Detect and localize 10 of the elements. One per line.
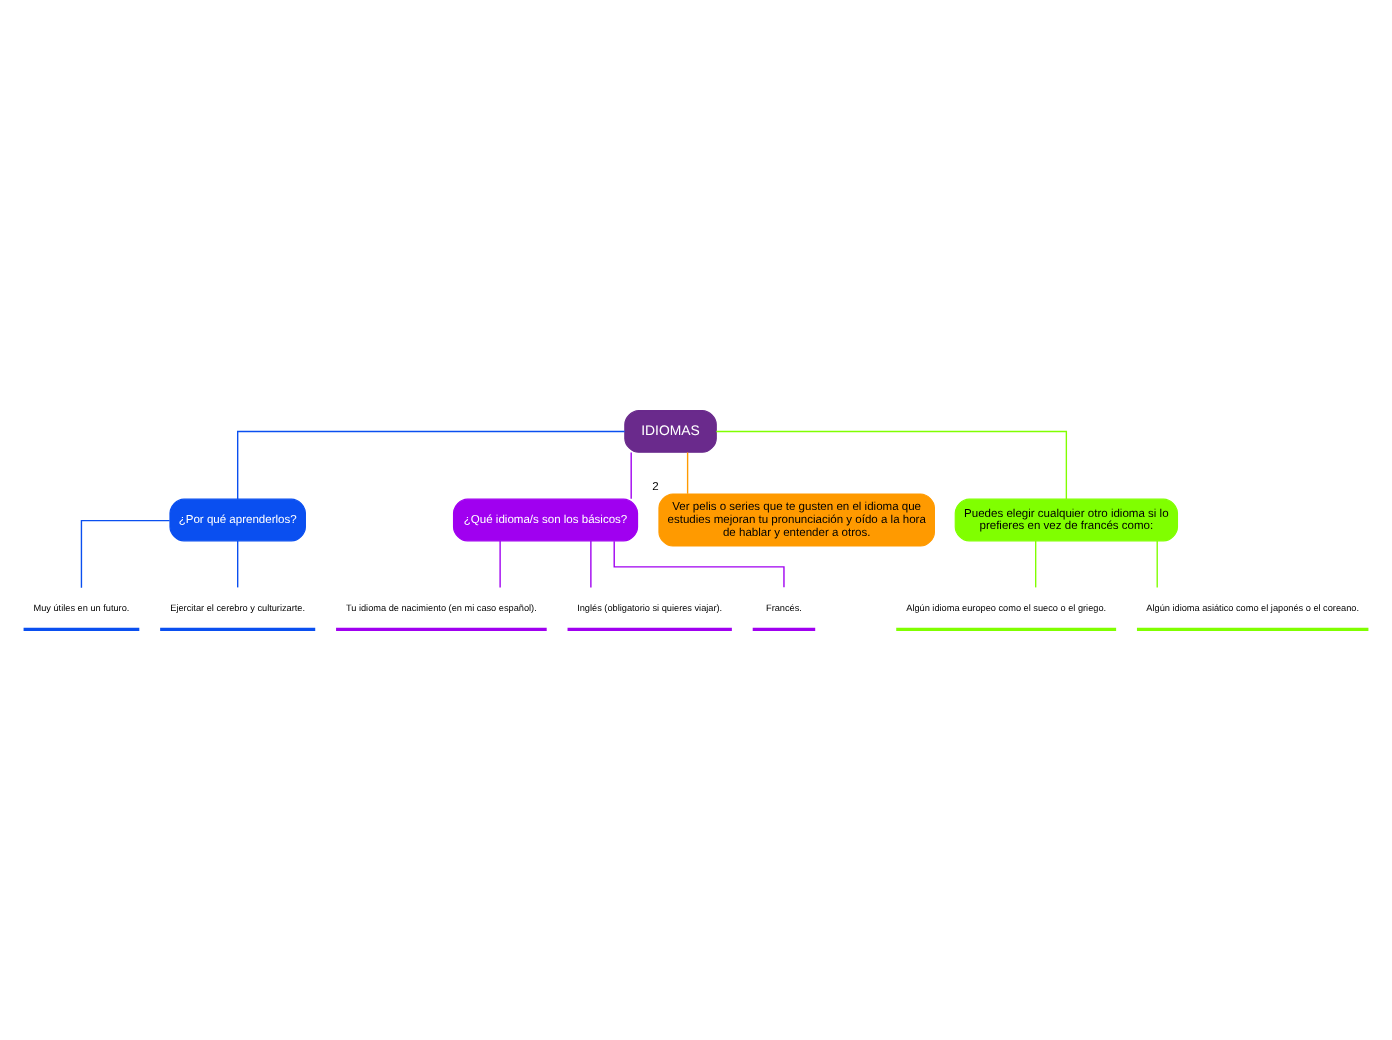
- connector: [1035, 540, 1037, 589]
- connector: [630, 451, 632, 500]
- connector: [499, 540, 501, 589]
- connector: [80, 519, 171, 589]
- connector: [1156, 540, 1158, 589]
- connector: [715, 430, 1068, 500]
- connector: [686, 451, 689, 495]
- connector: [237, 430, 626, 500]
- connector: [237, 540, 239, 589]
- connector: [590, 540, 592, 589]
